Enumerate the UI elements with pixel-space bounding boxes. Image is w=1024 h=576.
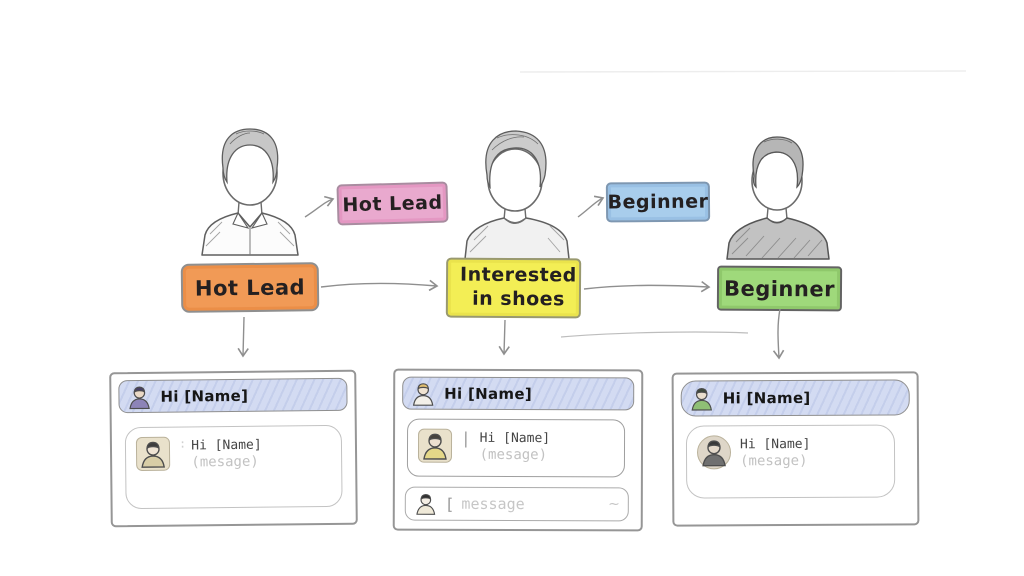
arrow-stage2-to-stage3 bbox=[583, 280, 711, 293]
message-bubble: Hi [Name] (mesage) bbox=[685, 424, 896, 499]
stray-pencil-line bbox=[560, 331, 749, 338]
cursor-mark-icon: | bbox=[461, 428, 471, 448]
message-input: [ message ~ bbox=[404, 486, 629, 522]
chat-card-interested: Hi [Name] | Hi [Name] (mesage) bbox=[392, 368, 644, 532]
stage-interested-line2: in shoes bbox=[472, 287, 565, 311]
arrow-stage1-to-stage2 bbox=[320, 279, 439, 292]
tag-hot-lead: Hot Lead bbox=[336, 181, 449, 226]
tag-hot-lead-label: Hot Lead bbox=[342, 191, 443, 216]
top-divider-line bbox=[519, 70, 967, 73]
person-sketch-hot-lead bbox=[201, 128, 299, 256]
tag-beginner: Beginner bbox=[605, 181, 711, 223]
user-avatar-icon bbox=[414, 492, 438, 516]
arrow-stage3-down bbox=[772, 308, 785, 360]
message-line2: (mesage) bbox=[479, 447, 548, 464]
user-avatar-icon bbox=[135, 436, 171, 472]
stage-hot-lead-label: Hot Lead bbox=[194, 274, 306, 301]
stage-hot-lead: Hot Lead bbox=[180, 262, 320, 313]
user-avatar-icon bbox=[696, 435, 732, 470]
user-avatar-icon bbox=[689, 385, 715, 411]
user-avatar-icon bbox=[126, 383, 152, 409]
stage-beginner-label: Beginner bbox=[723, 276, 836, 301]
squiggle-icon: ~ bbox=[608, 496, 620, 513]
chat-greeting: Hi [Name] bbox=[444, 384, 533, 403]
tag-beginner-label: Beginner bbox=[607, 190, 709, 214]
chat-card-beginner: Hi [Name] Hi [Name] (mesage) bbox=[671, 371, 920, 527]
chat-header: Hi [Name] bbox=[402, 376, 635, 411]
arrow-stage1-down bbox=[237, 316, 249, 358]
person-sketch-beginner bbox=[726, 136, 830, 260]
arrow-stage2-down bbox=[498, 319, 510, 356]
person-sketch-interested bbox=[464, 130, 570, 260]
stage-interested-line1: Interested bbox=[460, 263, 577, 287]
chat-greeting: Hi [Name] bbox=[160, 386, 249, 406]
message-line1: Hi [Name] bbox=[479, 430, 551, 447]
chat-header: Hi [Name] bbox=[680, 379, 910, 417]
stray-pencil-tick: : bbox=[178, 436, 187, 451]
user-avatar-icon bbox=[410, 380, 436, 406]
chat-header: Hi [Name] bbox=[118, 377, 348, 414]
message-line2: (mesage) bbox=[740, 453, 808, 470]
message-line1: Hi [Name] bbox=[191, 437, 262, 454]
cursor-mark-icon: [ bbox=[444, 494, 455, 514]
input-placeholder: message bbox=[461, 494, 525, 514]
message-bubble: : Hi [Name] (mesage) bbox=[124, 424, 343, 510]
message-line2: (mesage) bbox=[191, 453, 259, 471]
stage-interested-in-shoes: Interested in shoes bbox=[445, 257, 582, 319]
message-bubble: | Hi [Name] (mesage) bbox=[406, 418, 626, 478]
user-avatar-icon bbox=[417, 428, 453, 463]
chat-card-hot-lead: Hi [Name] : Hi [Name] (mesage) bbox=[109, 369, 358, 528]
message-line1: Hi [Name] bbox=[739, 436, 811, 453]
stage-beginner: Beginner bbox=[716, 265, 843, 312]
chat-greeting: Hi [Name] bbox=[722, 388, 811, 408]
